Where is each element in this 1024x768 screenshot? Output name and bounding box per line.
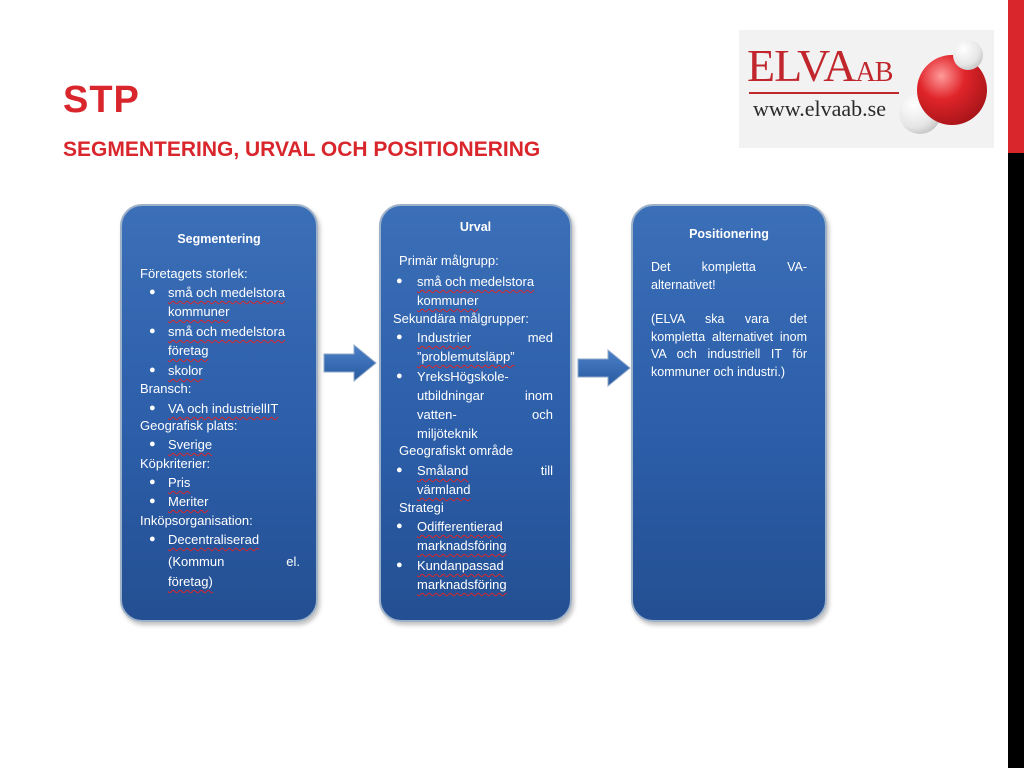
bullet-icon: ●: [396, 520, 403, 532]
slide-title: STP: [63, 79, 140, 121]
positionering-text: Det kompletta VA-alternativet!: [651, 260, 807, 292]
list-item: företag: [168, 343, 209, 358]
positionering-text-detail: (ELVA ska vara det kompletta alternative…: [651, 312, 807, 379]
list-item: Decentraliserad: [168, 532, 260, 547]
list-item: VA och industriellIT: [168, 401, 279, 416]
list-item: små och medelstora: [168, 285, 286, 300]
list-item: företag): [168, 574, 213, 589]
list-item: Meriter: [168, 494, 209, 509]
bransch-label: Bransch:: [140, 381, 192, 396]
bullet-icon: ●: [149, 286, 156, 298]
logo-underline: [749, 92, 899, 94]
positionering-box: Positionering Det kompletta VA-alternati…: [631, 204, 827, 622]
accent-bar-red: [1008, 0, 1024, 153]
list-item: kommuner: [168, 304, 230, 319]
geo-label: Geografiskt område: [399, 443, 514, 458]
list-item: marknadsföring: [417, 577, 507, 592]
bullet-icon: ●: [149, 325, 156, 337]
list-item: ”problemutsläpp”: [417, 349, 515, 364]
list-item: kommuner: [417, 293, 479, 308]
segmentering-box: Segmentering Företagets storlek: ● små o…: [120, 204, 318, 622]
list-item: små och medelstora: [417, 274, 535, 289]
segmentering-heading: Segmentering: [177, 232, 261, 246]
list-item: Pris: [168, 475, 191, 490]
arrow-right-icon: [577, 348, 631, 388]
list-item-justified: vatten-och: [417, 407, 553, 422]
list-item: skolor: [168, 363, 203, 378]
logo-url: www.elvaab.se: [753, 96, 886, 121]
list-item: marknadsföring: [417, 538, 507, 553]
bullet-icon: ●: [396, 464, 403, 476]
bullet-icon: ●: [396, 331, 403, 343]
bullet-icon: ●: [396, 275, 403, 287]
list-item: YreksHögskole-: [417, 369, 509, 384]
list-item: Odifferentierad: [417, 519, 503, 534]
positionering-heading: Positionering: [689, 227, 769, 241]
geo-label: Geografisk plats:: [140, 418, 238, 433]
list-item: miljöteknik: [417, 426, 478, 441]
kop-label: Köpkriterier:: [140, 456, 211, 471]
bullet-icon: ●: [149, 438, 156, 450]
list-item: Kundanpassad: [417, 558, 504, 573]
bullet-icon: ●: [396, 559, 403, 571]
arrow-right-icon: [323, 343, 377, 383]
bullet-icon: ●: [149, 402, 156, 414]
urval-box: Urval Primär målgrupp: ● små och medelst…: [379, 204, 572, 622]
logo-white-sphere-small: [953, 40, 983, 70]
sek-label: Sekundära målgrupper:: [393, 311, 529, 326]
urval-heading: Urval: [459, 220, 492, 234]
bullet-icon: ●: [396, 370, 403, 382]
ink-label: Inköpsorganisation:: [140, 513, 253, 528]
strat-label: Strategi: [399, 500, 444, 515]
logo-wordmark: ELVAAB: [747, 40, 893, 91]
bullet-icon: ●: [149, 476, 156, 488]
list-item: värmland: [417, 482, 471, 497]
bullet-icon: ●: [149, 533, 156, 545]
list-item: Sverige: [168, 437, 213, 452]
storlek-label: Företagets storlek:: [140, 266, 248, 281]
accent-bar-black: [1008, 153, 1024, 768]
elva-logo: ELVAAB www.elvaab.se: [739, 30, 994, 148]
bullet-icon: ●: [149, 364, 156, 376]
slide-subtitle: SEGMENTERING, URVAL OCH POSITIONERING: [63, 138, 541, 161]
list-item: små och medelstora: [168, 324, 286, 339]
primar-label: Primär målgrupp:: [399, 253, 499, 268]
bullet-icon: ●: [149, 495, 156, 507]
